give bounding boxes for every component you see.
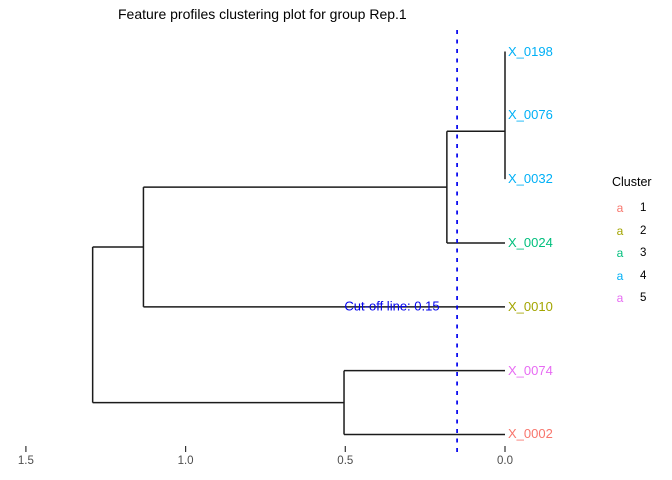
legend-item-label: 5 [640, 292, 647, 304]
cluster-legend: Cluster a 1 a 2 a 3 a 4 a 5 [605, 170, 671, 315]
leaf-label: X_0198 [508, 43, 553, 59]
legend-item-label: 4 [640, 269, 647, 282]
axis-tick-label: 0.5 [337, 455, 354, 467]
leaf-label: X_0024 [508, 234, 553, 250]
axis-tick-label: 0.0 [497, 455, 513, 467]
legend-item-label: 3 [640, 247, 647, 259]
leaf-label: X_0010 [508, 298, 553, 314]
cutoff-line-label: Cut-off line: 0.15 [344, 298, 440, 314]
leaf-label: X_0002 [508, 426, 553, 442]
legend-key-glyph: a [616, 201, 624, 215]
legend-key-glyph: a [616, 291, 624, 305]
legend-item-label: 1 [640, 202, 647, 214]
axis-tick-label: 1.0 [177, 455, 194, 467]
leaf-label: X_0076 [508, 107, 553, 123]
legend-item-label: 2 [640, 224, 647, 237]
legend-title: Cluster [612, 175, 652, 189]
leaf-label: X_0074 [508, 362, 553, 378]
axis-tick-label: 1.5 [17, 455, 34, 467]
legend-key-glyph: a [616, 268, 624, 283]
chart-title: Feature profiles clustering plot for gro… [118, 6, 407, 22]
leaf-label: X_0032 [508, 171, 553, 187]
legend-key-glyph: a [616, 246, 624, 260]
legend-key-glyph: a [616, 223, 624, 238]
